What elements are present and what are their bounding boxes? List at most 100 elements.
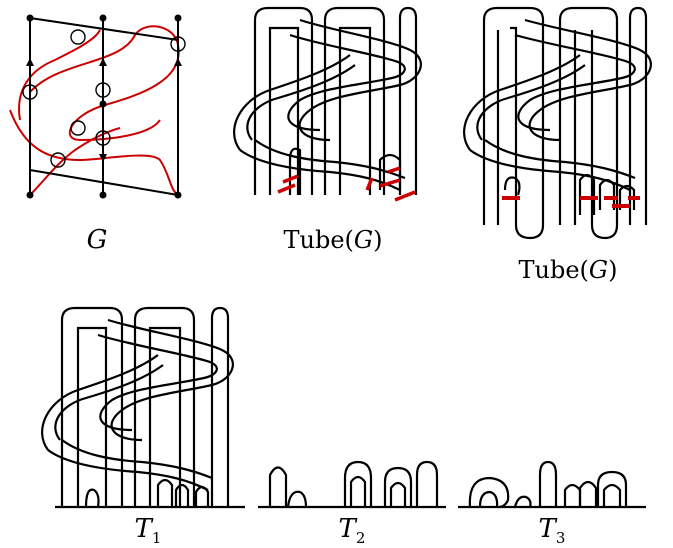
tube-a-label: Tube(G) — [284, 226, 383, 254]
tube-twist — [287, 33, 406, 132]
tube-loop — [268, 26, 300, 195]
tube-loop — [148, 326, 182, 507]
cap-arc — [478, 490, 499, 508]
red-curves — [9, 25, 180, 196]
tube-finger — [84, 488, 100, 508]
tube-twist — [514, 33, 636, 132]
cap-arc — [383, 466, 413, 507]
tube-twist — [524, 18, 652, 142]
red-mark — [379, 178, 401, 188]
cap-arc — [415, 460, 439, 507]
graph-diagram: G — [9, 14, 186, 255]
tube-loop — [628, 6, 648, 225]
cap-arc — [563, 483, 582, 507]
cap-arc — [538, 460, 558, 507]
arrow-up-icon — [99, 58, 107, 66]
red-curve-1 — [29, 25, 180, 142]
tangle-t3 — [458, 460, 646, 509]
tube-stub — [378, 153, 402, 190]
cap-arc — [389, 481, 407, 507]
tube-twist — [41, 354, 159, 451]
vertices — [26, 14, 182, 199]
tube-band — [469, 149, 631, 191]
cap-arc — [578, 480, 598, 507]
tube-band — [47, 449, 209, 491]
tube-loop — [60, 306, 124, 507]
tube-loop — [323, 6, 386, 195]
tube-finger — [578, 173, 596, 215]
tube-loop — [558, 6, 619, 240]
red-mark — [394, 190, 416, 202]
tube-loop — [133, 306, 196, 507]
tube-twist — [107, 318, 234, 442]
red-mark — [365, 177, 374, 191]
tube-stub — [288, 147, 302, 195]
edge-top-1 — [29, 17, 179, 41]
tangle-t1 — [41, 306, 245, 509]
tube-finger — [618, 184, 636, 210]
cap-arc — [602, 483, 622, 507]
tube-b-red-marks — [502, 196, 640, 208]
tube-band — [484, 139, 636, 180]
virtual-crossing — [22, 84, 38, 100]
tube-loop — [398, 6, 418, 195]
tube-loop — [210, 306, 230, 507]
vertex — [26, 14, 34, 22]
tube-band — [254, 139, 406, 180]
tube-band — [61, 439, 213, 480]
tube-twist — [54, 364, 164, 441]
crossing-circles — [22, 29, 186, 168]
tube-diagram-a — [233, 6, 422, 195]
virtual-crossing — [70, 120, 86, 136]
tube-twist — [476, 64, 586, 141]
tube-twist — [246, 64, 356, 141]
tube-loop — [338, 26, 372, 195]
red-curve-3 — [9, 109, 179, 196]
vertex — [99, 14, 107, 22]
graph-label: G — [87, 225, 108, 255]
tube-twist — [463, 54, 581, 151]
tube-a-red-marks — [277, 166, 416, 202]
tube-band — [239, 149, 401, 191]
strands — [29, 17, 179, 196]
t3-label: T3 — [539, 514, 566, 547]
cap-arc — [468, 476, 510, 509]
virtual-crossing — [95, 130, 111, 146]
t1-label: T1 — [135, 514, 162, 547]
cap-arc — [343, 460, 373, 507]
tube-loop — [76, 326, 108, 507]
virtual-crossing — [70, 29, 86, 45]
tube-twist — [97, 333, 218, 432]
tube-twist — [298, 18, 422, 142]
tube-finger — [598, 178, 616, 210]
cap-arc — [596, 470, 628, 507]
tube-diagram-b — [463, 6, 652, 240]
tube-loop — [482, 6, 545, 240]
red-mark — [387, 166, 401, 174]
virtual-crossing — [95, 82, 111, 98]
tube-finger — [174, 483, 190, 507]
red-mark — [282, 174, 299, 184]
virtual-crossing — [170, 36, 186, 52]
red-curve-2 — [18, 29, 101, 121]
t2-label: T2 — [339, 514, 366, 547]
virtual-crossing — [50, 152, 66, 168]
vertex — [99, 191, 107, 199]
arrow-up-icon — [26, 58, 34, 66]
red-mark — [277, 183, 296, 194]
arrow-down-icon — [99, 154, 107, 162]
tube-finger — [194, 485, 210, 507]
arrow-up-icon — [174, 58, 182, 66]
cap-arc — [513, 495, 532, 508]
arrowheads — [26, 58, 182, 162]
tangle-t2 — [258, 460, 446, 509]
tube-finger — [156, 478, 174, 507]
tube-finger — [503, 176, 521, 196]
cap-arc — [349, 475, 367, 507]
tube-b-label: Tube(G) — [519, 256, 618, 284]
tube-loop — [253, 6, 314, 195]
vertex — [174, 191, 182, 199]
vertex — [99, 100, 107, 108]
cap-arc — [286, 490, 308, 508]
